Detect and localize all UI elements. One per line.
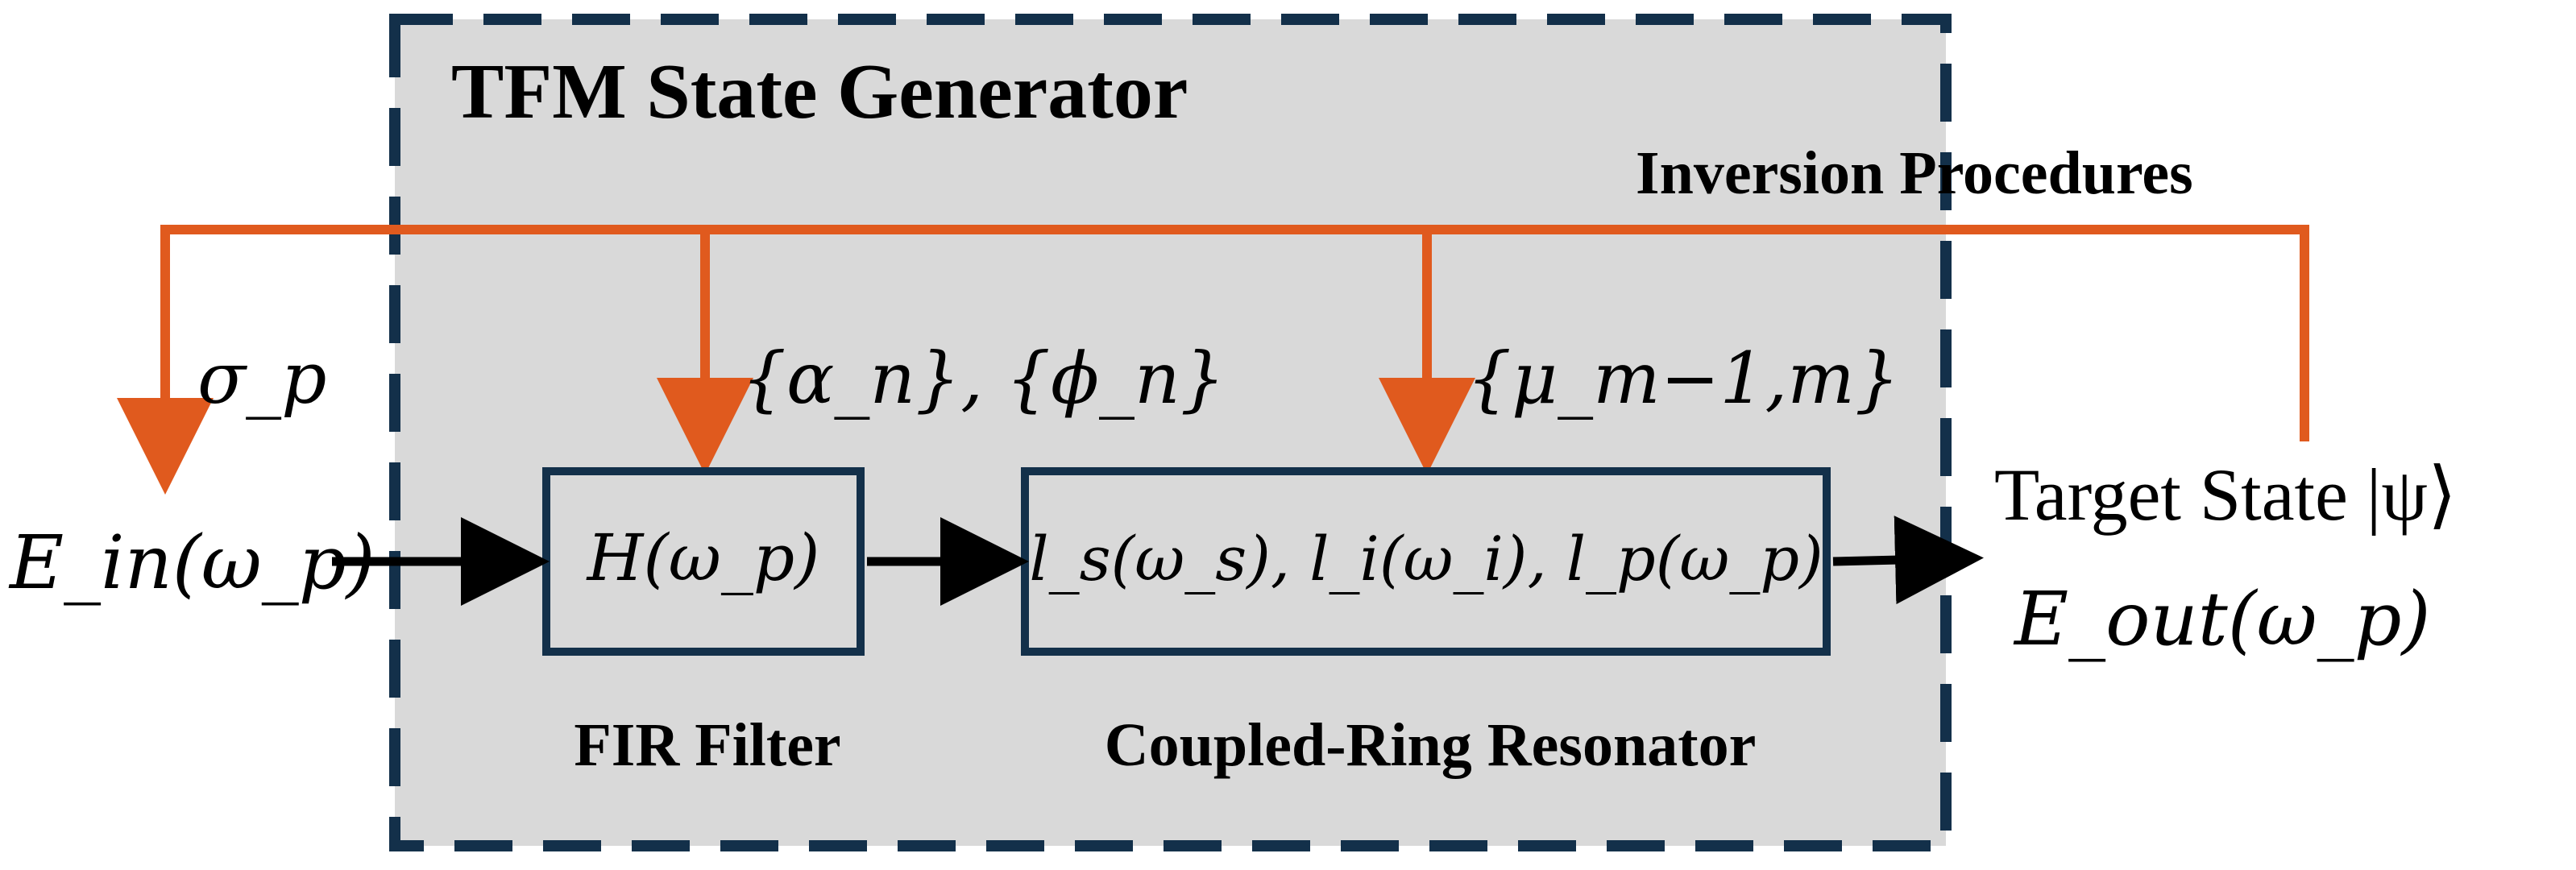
ring-resonator-label: Coupled-Ring Resonator: [1105, 711, 1757, 779]
inversion-label: Inversion Procedures: [1636, 139, 2193, 207]
panel-title: TFM State Generator: [451, 48, 1188, 135]
feedback-path: [117, 225, 2309, 495]
output-field-label: E_out(ω_p): [2013, 576, 2430, 662]
output-arrow: [1832, 516, 1984, 605]
fir-expression: H(ω_p): [586, 520, 820, 595]
fir-filter-label: FIR Filter: [574, 711, 840, 779]
fir-params-label: {α_n}, {ϕ_n}: [741, 337, 1226, 420]
sigma-label: σ_p: [197, 337, 326, 420]
ring-expression: l_s(ω_s), l_i(ω_i), l_p(ω_p): [1029, 523, 1823, 594]
input-field-label: E_in(ω_p): [8, 520, 375, 606]
coupling-label: {μ_m−1,m}: [1466, 337, 1900, 420]
feedback-to-input-arrow: [117, 225, 2309, 495]
signal-path: [332, 516, 1984, 606]
generator-panel: [389, 14, 1952, 851]
target-state-label: Target State |ψ⟩: [1994, 454, 2457, 536]
